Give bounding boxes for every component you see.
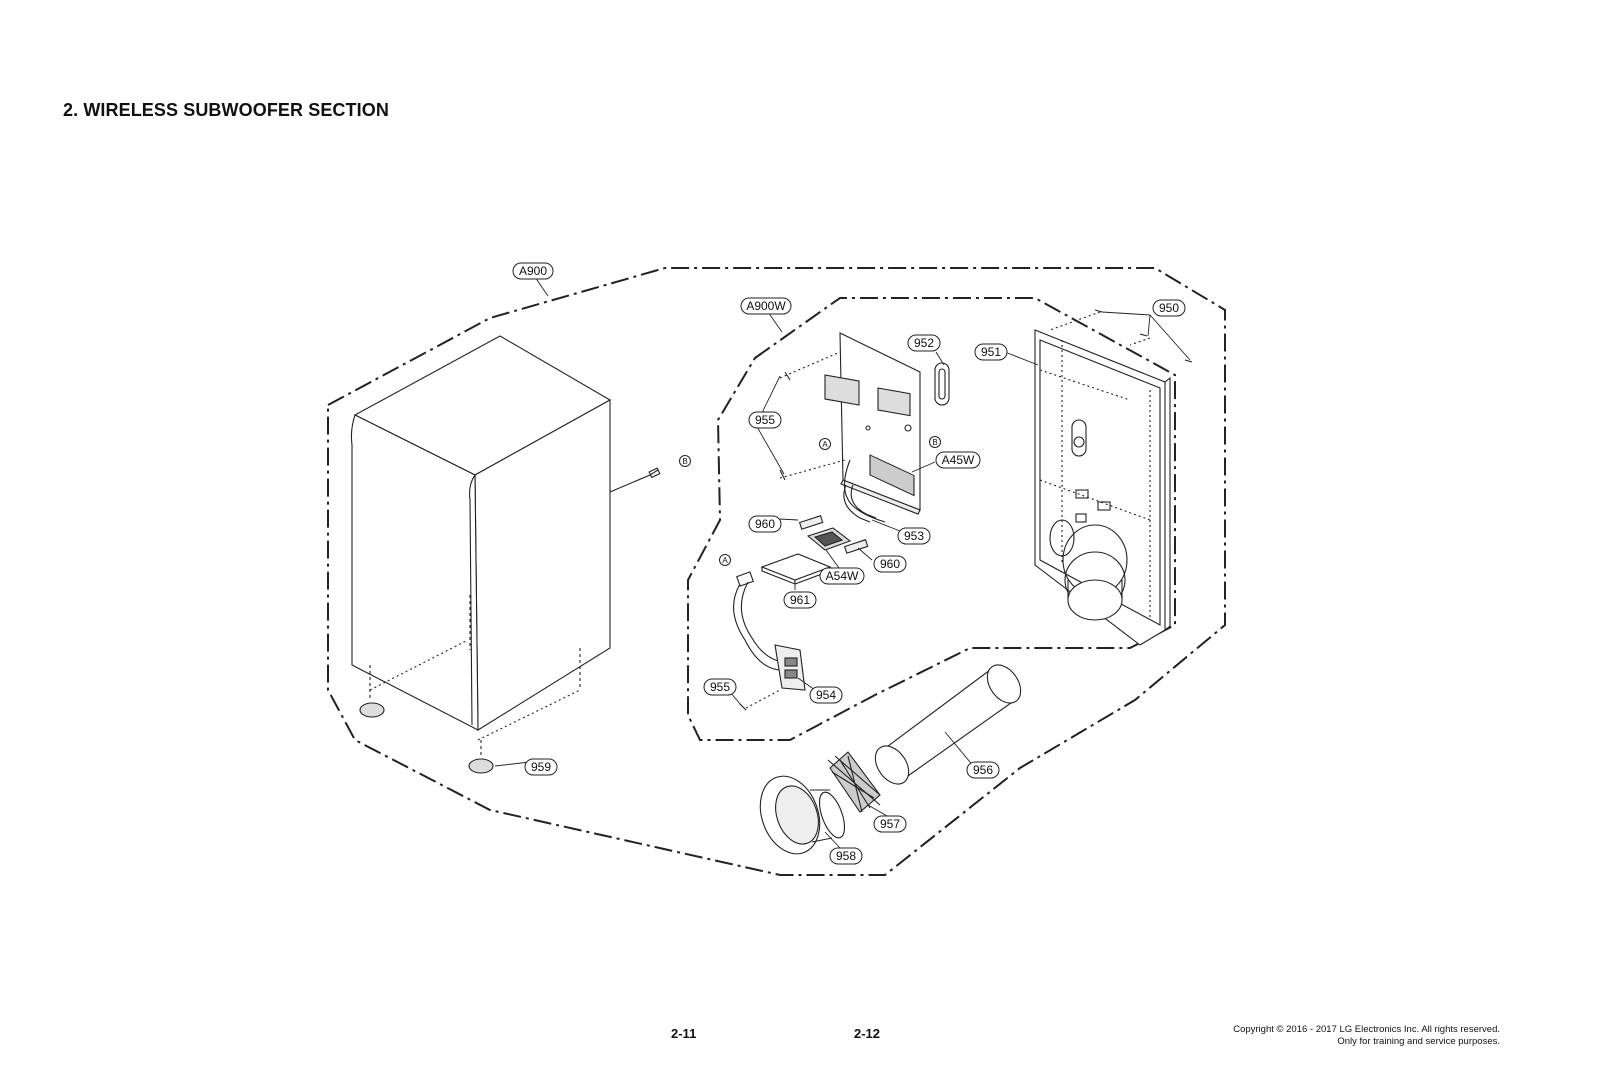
connector-960-right — [843, 539, 869, 554]
svg-text:960: 960 — [880, 557, 900, 571]
callout-958: 958 — [829, 847, 863, 865]
callout-961: 961 — [783, 591, 817, 609]
svg-text:954: 954 — [816, 688, 836, 702]
callout-a900w: A900W — [740, 297, 792, 315]
svg-text:A54W: A54W — [826, 569, 859, 583]
port-flare-958 — [759, 775, 846, 855]
svg-text:953: 953 — [904, 529, 924, 543]
flat-cable-953 — [843, 484, 877, 523]
svg-text:952: 952 — [914, 336, 934, 350]
mesh-filter-957 — [827, 751, 881, 813]
a900w-assembly-boundary — [687, 297, 1176, 741]
svg-text:960: 960 — [755, 517, 775, 531]
screw-955-bottom — [739, 689, 781, 711]
callout-a900: A900 — [512, 262, 554, 280]
callout-956: 956 — [966, 761, 1000, 779]
svg-text:A45W: A45W — [942, 453, 975, 467]
copyright-notice: Copyright © 2016 - 2017 LG Electronics I… — [1233, 1024, 1500, 1048]
connector-960-left — [798, 515, 824, 530]
callout-950: 950 — [1152, 299, 1186, 317]
subwoofer-cabinet — [350, 335, 661, 774]
callout-a45w: A45W — [935, 451, 981, 469]
svg-text:B: B — [932, 438, 937, 447]
wireless-module-a54w — [806, 527, 852, 551]
callout-951: 951 — [974, 343, 1008, 361]
marker-a-board: A — [819, 438, 831, 450]
callout-960-left: 960 — [748, 515, 782, 533]
svg-text:955: 955 — [755, 413, 775, 427]
callout-a54w: A54W — [819, 567, 865, 585]
marker-a-cable: A — [719, 554, 731, 566]
copyright-line: Copyright © 2016 - 2017 LG Electronics I… — [1233, 1024, 1500, 1035]
callout-955-bottom: 955 — [703, 678, 737, 696]
svg-text:961: 961 — [790, 593, 810, 607]
callout-959: 959 — [524, 758, 558, 776]
svg-text:950: 950 — [1159, 301, 1179, 315]
marker-b-board: B — [929, 436, 941, 448]
svg-text:958: 958 — [836, 849, 856, 863]
usage-notice-line: Only for training and service purposes. — [1337, 1036, 1500, 1047]
svg-text:A: A — [722, 556, 728, 565]
shield-pad-961 — [760, 553, 832, 585]
port-tube-956 — [874, 664, 1022, 785]
svg-text:B: B — [682, 457, 687, 466]
baffle-panel-951 — [1034, 329, 1171, 646]
page-number-right: 2-12 — [854, 1026, 881, 1041]
a900-assembly-boundary — [327, 267, 1226, 876]
screw-set-950 — [1049, 309, 1193, 363]
screw-set-955-top — [779, 351, 846, 481]
svg-text:959: 959 — [531, 760, 551, 774]
main-pcb-board — [824, 332, 921, 523]
svg-text:A900: A900 — [519, 264, 547, 278]
callout-953: 953 — [897, 527, 931, 545]
svg-text:A: A — [822, 440, 828, 449]
callout-952: 952 — [907, 334, 941, 352]
svg-text:956: 956 — [973, 763, 993, 777]
callout-955-top: 955 — [748, 411, 782, 429]
bracket-952 — [934, 362, 950, 406]
callout-960-right: 960 — [873, 555, 907, 573]
page-number-left: 2-11 — [671, 1026, 697, 1041]
svg-text:A900W: A900W — [746, 299, 786, 313]
input-cable-954 — [733, 571, 806, 691]
svg-text:951: 951 — [981, 345, 1001, 359]
callout-954: 954 — [809, 686, 843, 704]
svg-text:957: 957 — [880, 817, 900, 831]
svg-text:955: 955 — [710, 680, 730, 694]
marker-b-cabinet: B — [679, 455, 691, 467]
callout-957: 957 — [873, 815, 907, 833]
page-title: 2. WIRELESS SUBWOOFER SECTION — [63, 100, 389, 120]
